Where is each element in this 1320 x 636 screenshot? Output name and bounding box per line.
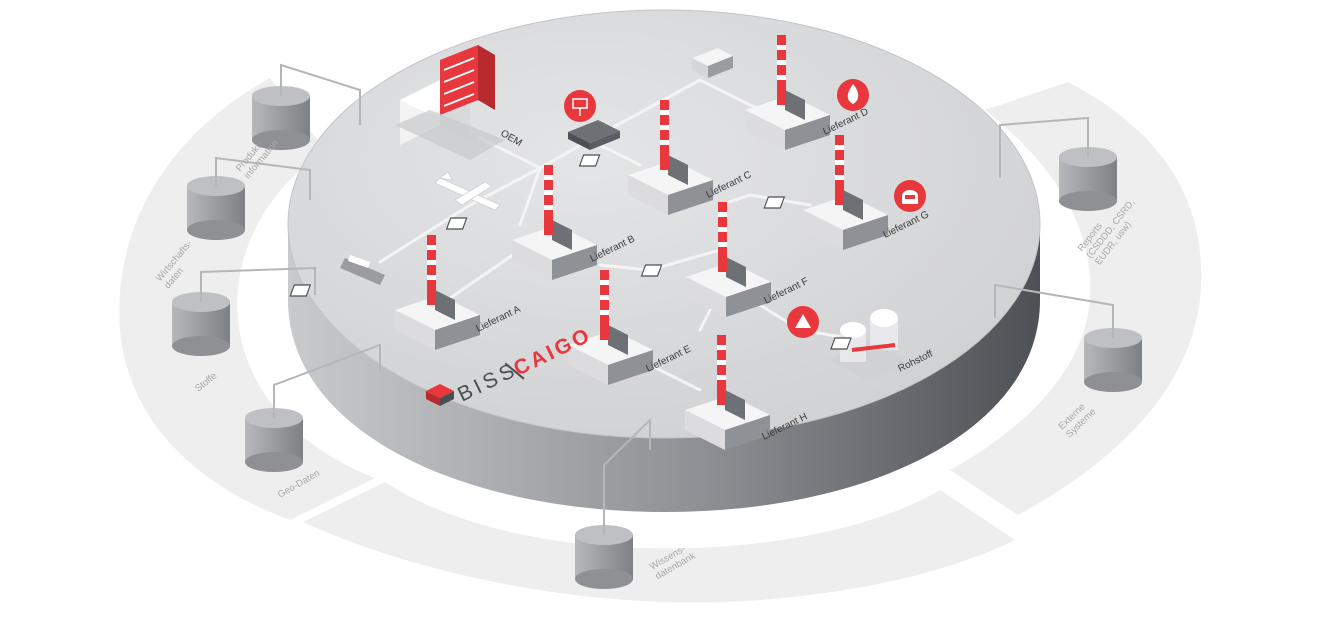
hacker-icon <box>894 180 926 212</box>
document-icon <box>290 285 310 296</box>
document-icon <box>642 265 662 276</box>
water-hazard-icon <box>787 306 819 338</box>
platform-disc <box>288 10 1040 512</box>
document-icon <box>764 197 784 208</box>
document-icon <box>580 155 600 166</box>
protest-icon <box>564 90 596 122</box>
platform-top <box>288 10 1040 438</box>
document-icon <box>831 338 851 349</box>
document-icon <box>447 218 467 229</box>
